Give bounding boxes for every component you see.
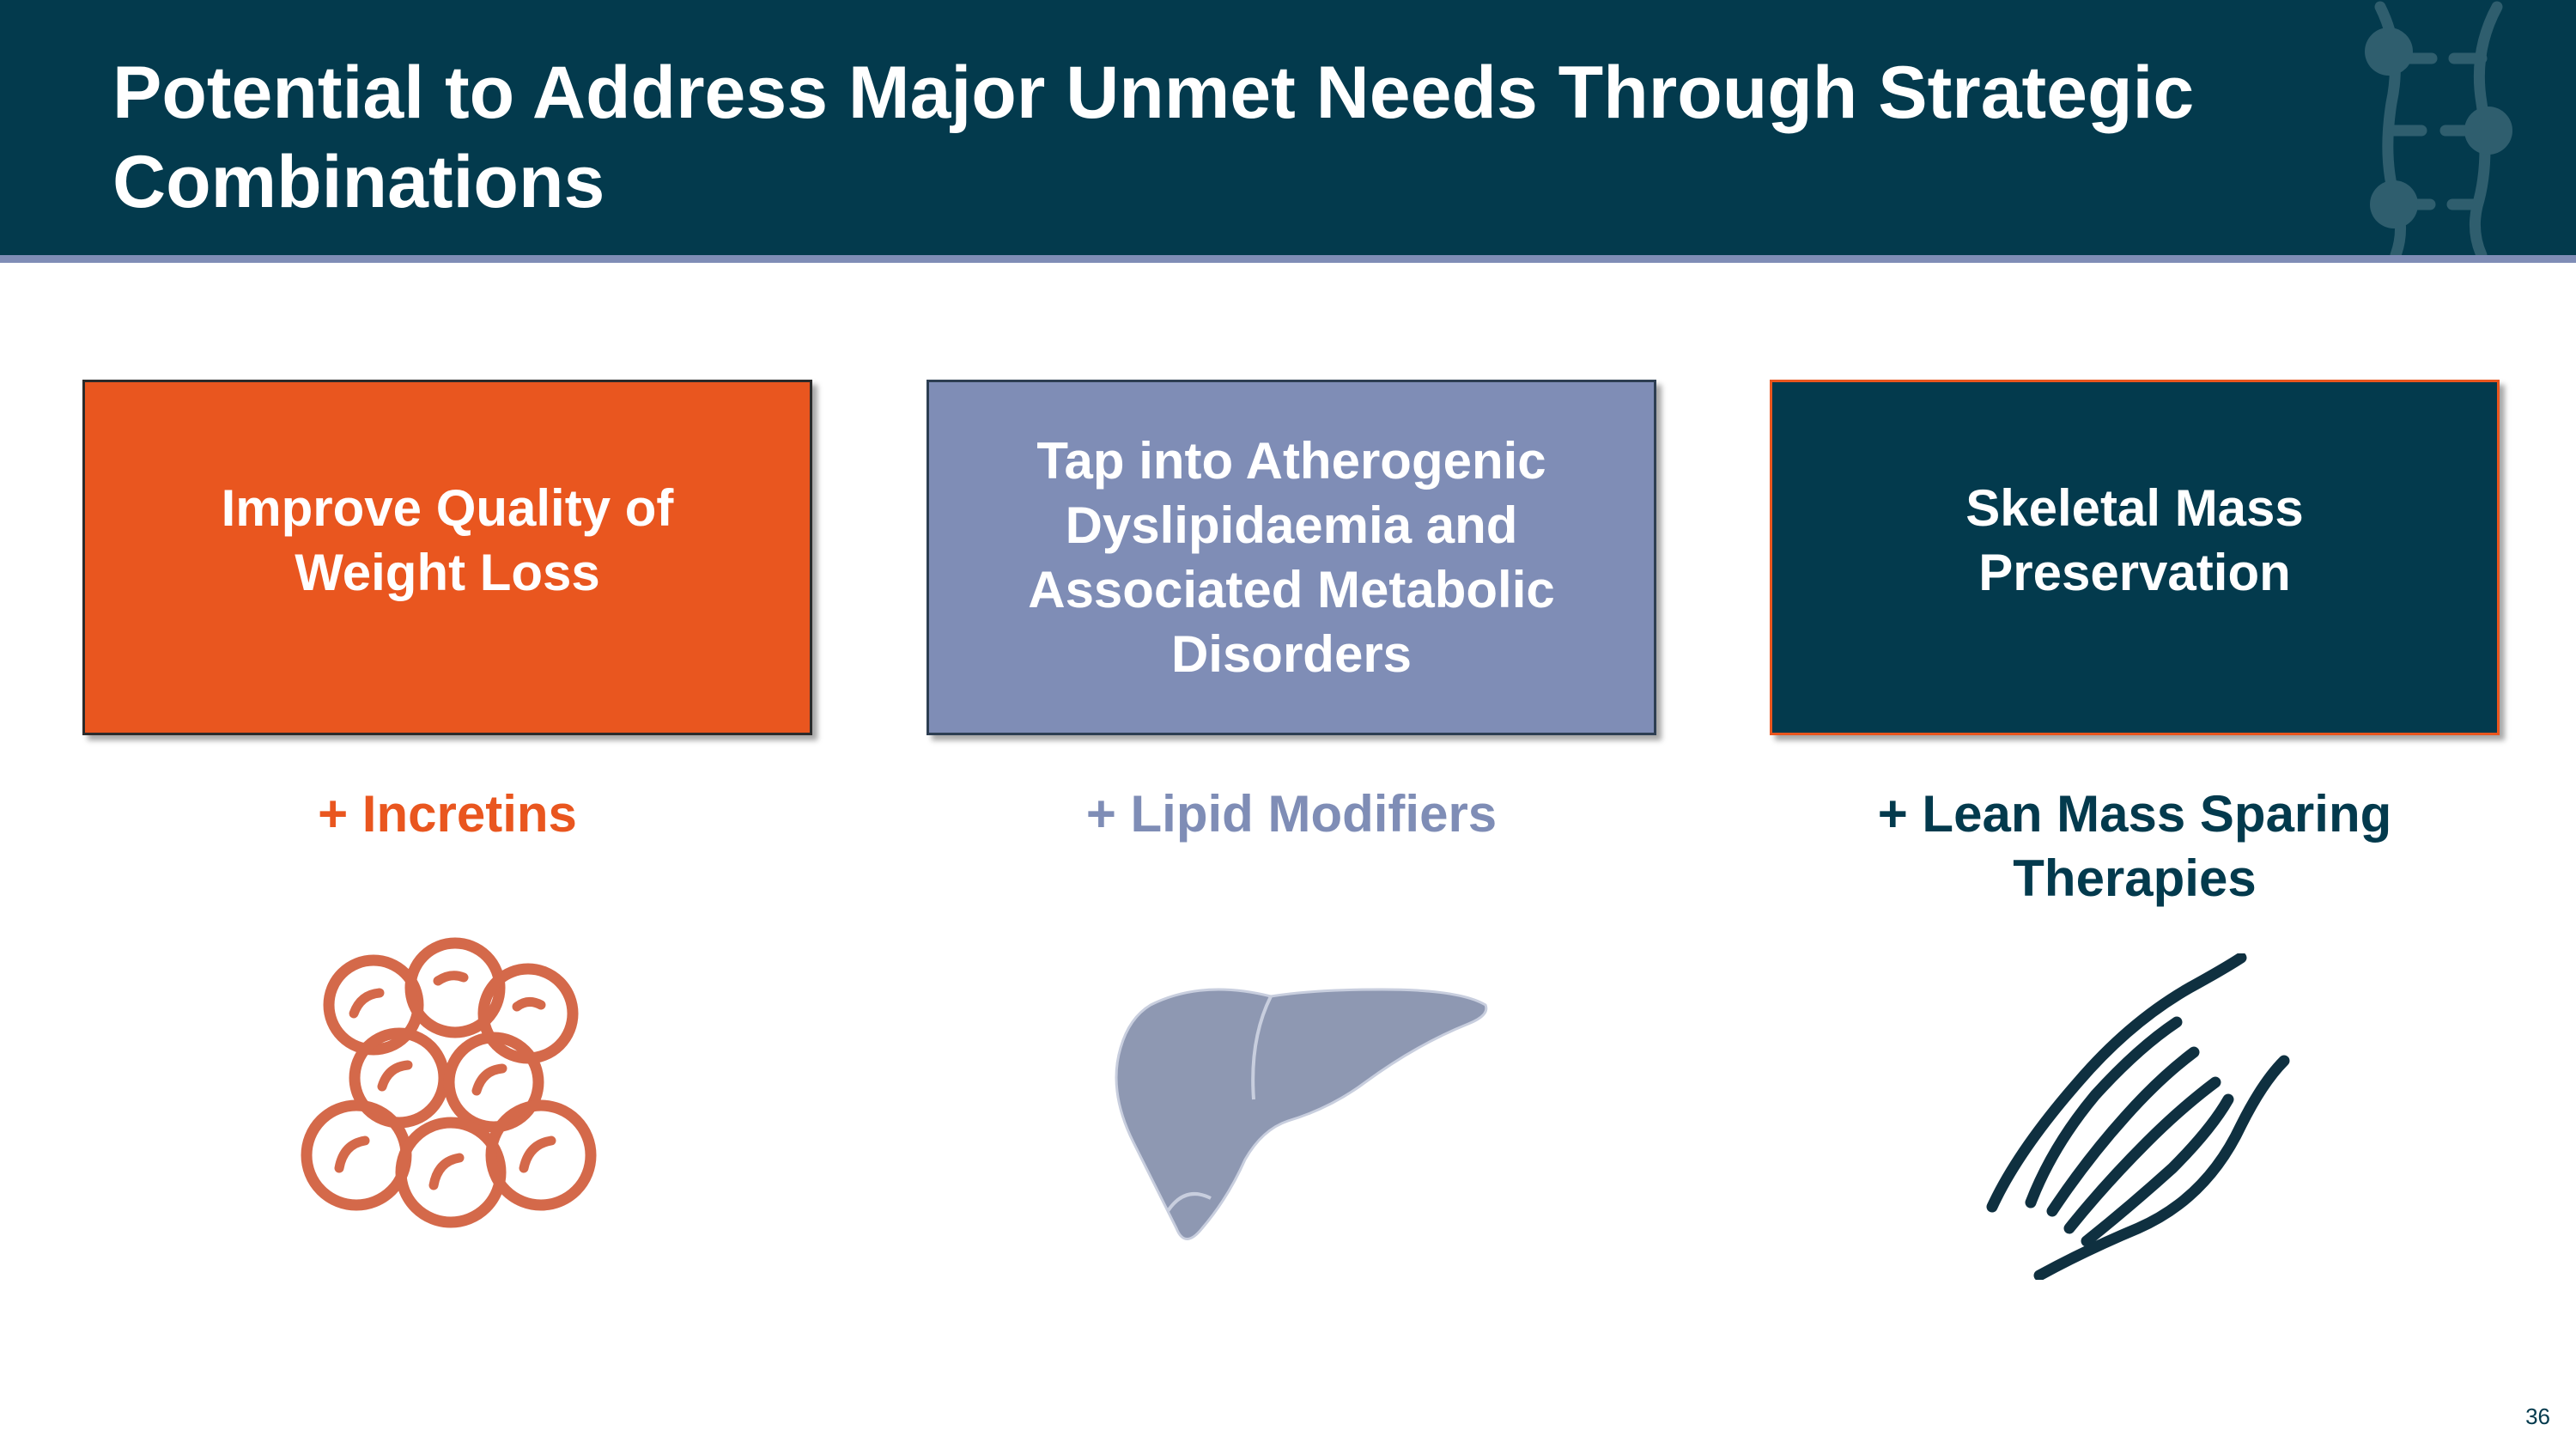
slide-title: Potential to Address Major Unmet Needs T… xyxy=(112,52,2195,223)
header-divider xyxy=(0,255,2576,263)
card-label: Tap into Atherogenic Dyslipidaemia and A… xyxy=(1028,432,1555,683)
combination-lean-mass: + Lean Mass Sparing Therapies xyxy=(1877,785,2392,907)
card-label: Improve Quality of Weight Loss xyxy=(221,479,674,601)
slide-header xyxy=(0,0,2576,255)
muscle-icon xyxy=(1986,953,2290,1280)
fat-cells-icon xyxy=(301,937,597,1228)
card-weight-loss: Improve Quality of Weight Loss xyxy=(82,380,812,735)
card-skeletal-mass: Skeletal Mass Preservation xyxy=(1770,380,2500,735)
card-label: Skeletal Mass Preservation xyxy=(1965,479,2304,601)
page-number: 36 xyxy=(2525,1403,2550,1429)
molecule-logo-icon xyxy=(2365,1,2512,255)
card-dyslipidaemia: Tap into Atherogenic Dyslipidaemia and A… xyxy=(927,380,1656,735)
liver-icon xyxy=(1115,988,1488,1240)
combination-lipid-modifiers: + Lipid Modifiers xyxy=(1085,785,1498,843)
combination-incretins: + Incretins xyxy=(318,785,577,843)
